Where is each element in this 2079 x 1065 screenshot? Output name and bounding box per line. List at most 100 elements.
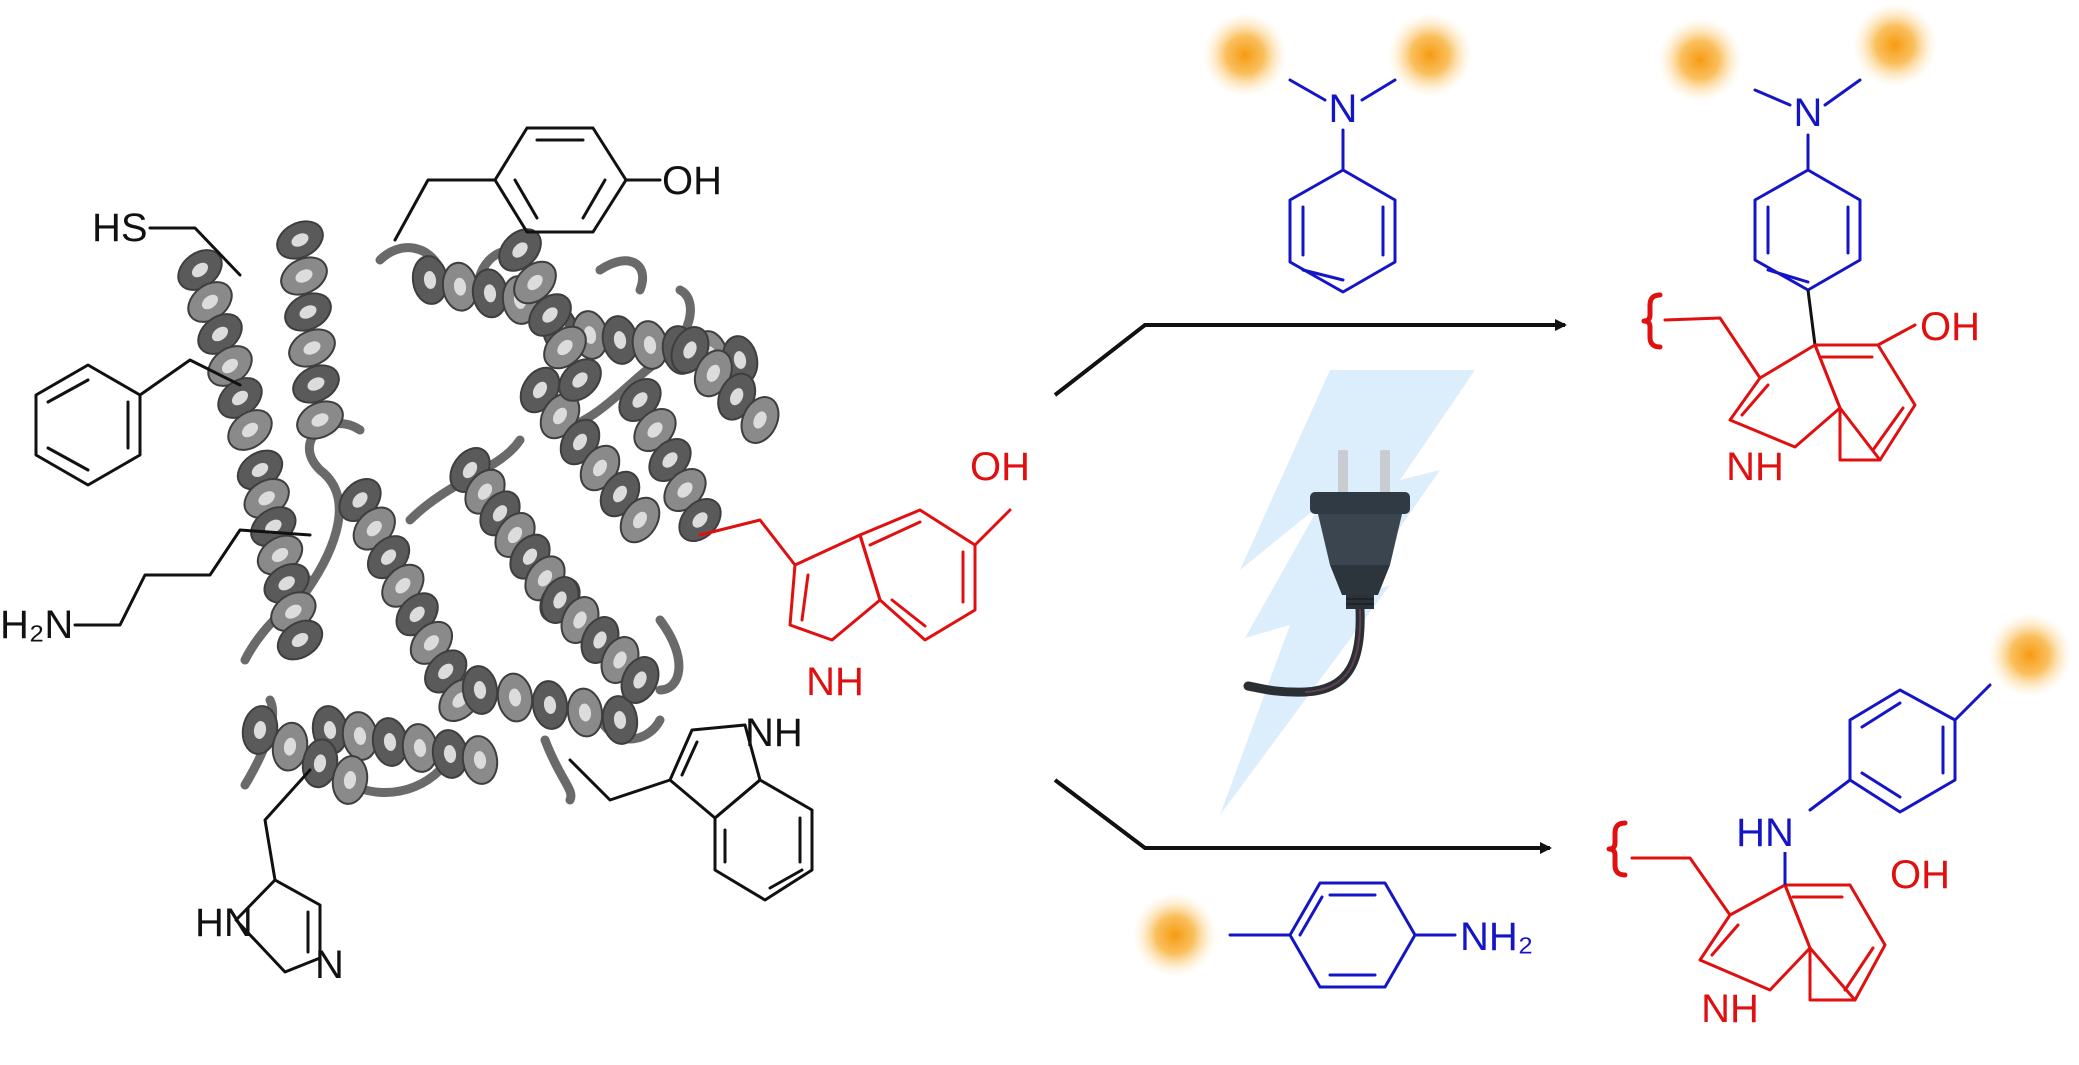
- helix-highlight: [613, 711, 627, 729]
- helix-highlight: [201, 294, 219, 310]
- reaction-arrows: [1053, 319, 1567, 854]
- helix-highlight: [483, 284, 497, 303]
- helix-highlight: [278, 576, 295, 591]
- cys-chain: [148, 226, 242, 277]
- trp-chain: [568, 758, 672, 802]
- orange-dot-icon: [1133, 893, 1217, 977]
- helix-highlight: [453, 277, 467, 296]
- phe-ring: [34, 363, 142, 487]
- helix-highlight: [542, 307, 558, 323]
- helix-highlight: [633, 511, 647, 529]
- helix-highlight: [443, 745, 457, 763]
- helix-highlight: [313, 754, 327, 773]
- orange-dot-icon: [1988, 613, 2072, 697]
- helix-highlight: [583, 326, 597, 344]
- helix-highlight: [683, 341, 697, 359]
- tyr-oh-label: OH: [662, 159, 722, 203]
- helix-highlight: [438, 663, 454, 680]
- helix-highlight: [258, 491, 275, 506]
- product1-nh-label: NH: [1726, 445, 1784, 489]
- his-n-label: N: [315, 943, 344, 987]
- protein-ribbon: [177, 220, 780, 805]
- helix-highlight: [323, 721, 337, 739]
- helix-highlight: [191, 262, 209, 278]
- product-top: N OH NH: [1641, 3, 1980, 489]
- phe-chain: [138, 358, 242, 397]
- helix-highlight: [553, 591, 567, 609]
- helix-highlight: [307, 377, 325, 391]
- helix-highlight: [593, 459, 607, 477]
- helix-highlight: [366, 520, 382, 537]
- helix-highlight: [253, 721, 267, 739]
- reagent-dialkylaniline: N: [1203, 13, 1472, 294]
- helix-highlight: [572, 372, 588, 388]
- helix-highlight: [522, 548, 538, 565]
- helix-highlight: [343, 771, 357, 789]
- helix-highlight: [291, 632, 309, 648]
- helix-highlight: [706, 364, 720, 382]
- helix-highlight: [613, 331, 627, 349]
- orange-dot-icon: [1388, 13, 1472, 97]
- electric-plug-icon: [1243, 450, 1410, 697]
- helix-highlight: [423, 271, 437, 289]
- 5-hydroxytryptophan-residue: [698, 508, 1012, 642]
- helix-highlight: [533, 381, 547, 399]
- protein-labels: HS OH H₂N HN N NH OH NH: [0, 159, 1030, 987]
- helix-highlight: [753, 411, 767, 429]
- helix-highlight: [473, 681, 487, 699]
- helix-highlight: [573, 433, 587, 451]
- substrate-oh-label: OH: [970, 445, 1030, 489]
- helix-highlight: [311, 413, 329, 427]
- helix-highlight: [733, 351, 747, 369]
- helix-highlight: [231, 390, 249, 406]
- helix-highlight: [383, 733, 397, 751]
- helix-highlight: [593, 631, 607, 649]
- helix-highlight: [352, 492, 368, 508]
- helix-highlight: [508, 688, 522, 707]
- reagent2-nh2-label: NH₂: [1460, 915, 1533, 959]
- helix-highlight: [211, 326, 229, 342]
- helix-highlight: [643, 336, 657, 354]
- helix-highlight: [291, 233, 309, 247]
- helix-highlight: [265, 519, 282, 534]
- orange-dot-icon: [1853, 3, 1937, 87]
- product1-n-label: N: [1794, 91, 1823, 135]
- helix-highlight: [692, 512, 708, 528]
- helix-highlight: [477, 483, 493, 500]
- helix-highlight: [492, 505, 508, 522]
- helix-highlight: [353, 727, 367, 745]
- his-ring: [234, 878, 322, 974]
- helix-highlight: [573, 611, 587, 629]
- helix-highlight: [647, 422, 663, 438]
- his-chain: [263, 768, 312, 882]
- orange-dot-icon: [1203, 13, 1287, 97]
- bottom-reaction-arrow: [1053, 778, 1552, 854]
- product2-hn-label: HN: [1736, 811, 1794, 855]
- lys-chain: [73, 528, 312, 627]
- helix-highlight: [507, 526, 523, 544]
- helix-highlight: [632, 392, 648, 408]
- helix-highlight: [730, 388, 744, 406]
- helix-highlight: [543, 696, 557, 714]
- trp-five-ring: [668, 723, 762, 820]
- helix-highlight: [283, 737, 297, 756]
- helix-highlight: [677, 482, 693, 498]
- substrate-nh-label: NH: [806, 660, 864, 704]
- orange-dot-icon: [1658, 18, 1742, 102]
- helix-highlight: [271, 547, 289, 563]
- helix-highlight: [537, 570, 553, 587]
- helix-highlight: [381, 549, 397, 565]
- helix-highlight: [423, 635, 439, 651]
- helix-highlight: [633, 671, 647, 689]
- helix-highlight: [613, 651, 627, 669]
- helix-highlight: [303, 341, 321, 355]
- helix-highlight: [553, 407, 567, 425]
- product1-oh-label: OH: [1920, 305, 1980, 349]
- helix-highlight: [512, 242, 528, 258]
- helix-highlight: [578, 703, 592, 722]
- helix-highlight: [413, 739, 427, 757]
- helix-highlight: [395, 577, 411, 594]
- helix-highlight: [241, 422, 259, 438]
